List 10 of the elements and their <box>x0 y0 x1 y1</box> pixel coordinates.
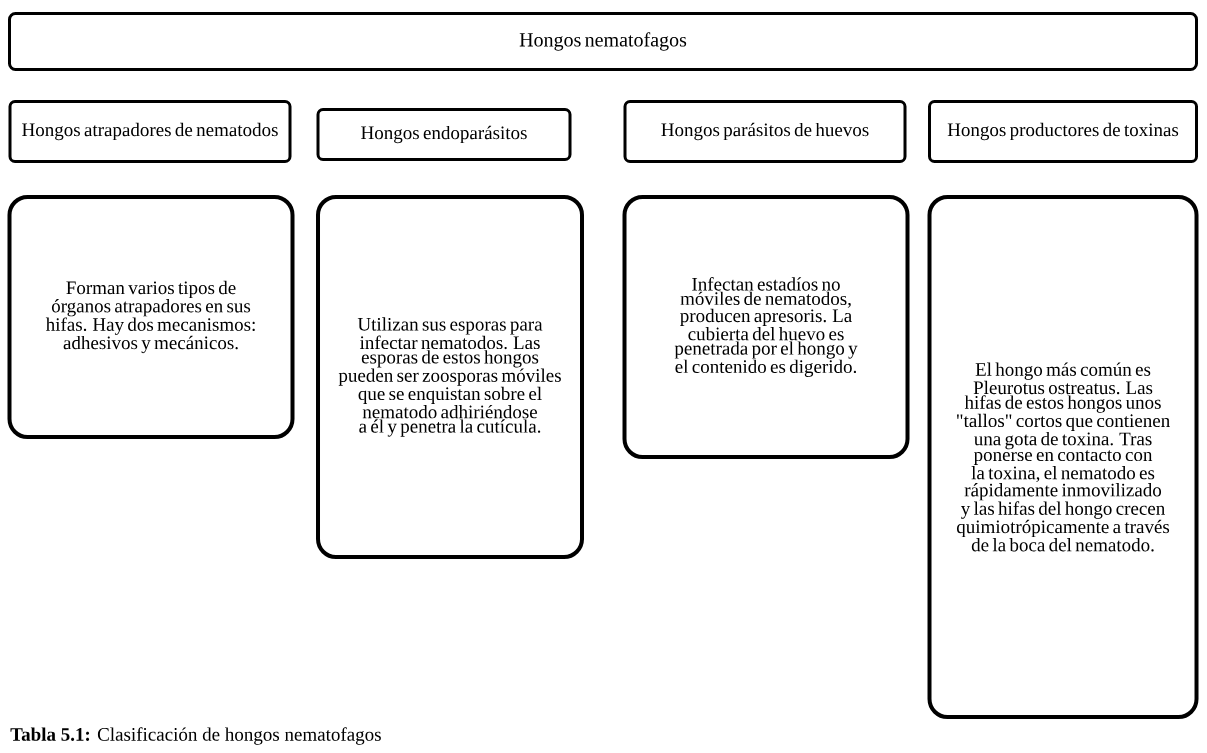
category-box: Hongos productores de toxinas <box>928 100 1198 163</box>
description-box: Forman varios tipos de órganos atrapadores en sus hifas. Hay dos mecanismos: adhesivos y mecánicos. <box>7 195 295 439</box>
category-box: Hongos endoparásitos <box>316 108 572 161</box>
category-box: Hongos atrapadores de nematodos <box>8 100 292 163</box>
title-box: Hongos nematofagos <box>8 12 1198 71</box>
description-box: Infectan estadíos no móviles de nematodos, producen apresoris. La cubierta del huevo es penetrada por el hongo y el contenido es digerido. <box>622 195 910 459</box>
description-box: El hongo más común es Pleurotus ostreatus. Las hifas de estos hongos unos "tallos" cortos que contienen una gota de toxina. Tras ponerse en contacto con la toxina, el nematodo es rápidamente inmovilizado y las hifas del hongo crecen quimiotrópicamente a través de la boca del nematodo. <box>927 195 1199 719</box>
description-box: Utilizan sus esporas para infectar nematodos. Las esporas de estos hongos pueden ser zoosporas móviles que se enquistan sobre el nematodo adhiriéndose a él y penetra la cutícula. <box>316 195 584 559</box>
category-box: Hongos parásitos de huevos <box>623 100 907 163</box>
caption: Tabla 5.1: Clasificación de hongos nematofagos <box>10 727 381 745</box>
